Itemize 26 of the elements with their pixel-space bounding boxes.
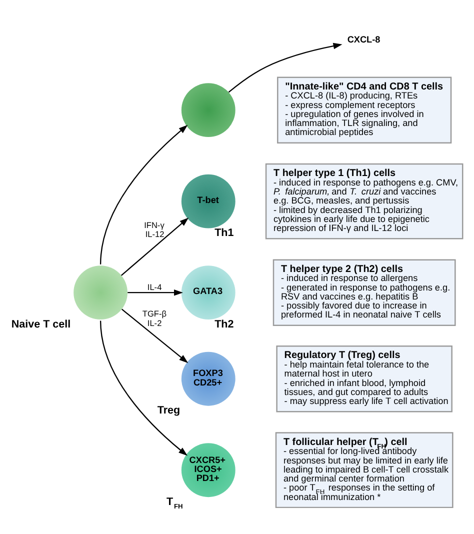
arrow <box>120 217 189 276</box>
node-box: T follicular helper (T$_{FH}$) cell - essential for long-lived antibody responses but may be limited in early life leading to impaired B cell-T cell crosstalk and germinal center formation - poor T$_{FH}$ responses in the setting of neonatal immunization * <box>275 432 454 508</box>
node-label: Naive T cell <box>11 318 71 330</box>
node-label: Treg <box>157 404 180 416</box>
node-label: T$_{FH}$ <box>166 495 183 510</box>
node-box: "Innate-like" CD4 and CD8 T cells - CXCL-8 (IL-8) producing, RTEs - express complement receptors - upregulation of genes involved in inflammation, TLR signaling, and antimicrobial peptides <box>277 76 452 143</box>
node-box: T helper type 1 (Th1) cells - induced in response to pathogens e.g. CMV, P. falciparum, and T. cruzi and vaccines e.g. BCG, measles, and pertussis - limited by decreased Th1 polarizing cytokines in early life due to epigenetic repression of IFN-γ and IL-12 loci <box>265 162 464 239</box>
node-label: Th2 <box>214 318 234 330</box>
node-text: CXCL-8 <box>347 34 380 44</box>
node-circle: FOXP3 CD25+ <box>181 351 236 406</box>
edge-label: TGF-β IL-2 <box>142 308 167 328</box>
arrow <box>121 308 188 363</box>
node-circle: T-bet <box>181 174 236 228</box>
node-label: Th1 <box>214 226 234 239</box>
edge-label: IL-4 <box>147 282 162 292</box>
node-box: T helper type 2 (Th2) cells - induced in response to allergens - generated in response to pathogens e.g. RSV and vaccines e.g. hepatitis B - possibly favored due to increase in preformed IL-4 in neonatal naive T cells <box>272 258 456 326</box>
node-circle: CXCR5+ ICOS+ PD1+ <box>181 442 236 497</box>
arrow <box>100 124 188 264</box>
arrow <box>228 42 342 92</box>
node-circle: GATA3 <box>181 265 236 320</box>
node-circle <box>74 265 128 320</box>
node-box: Regulatory T (Treg) cells - help maintain fetal tolerance to the maternal host in utero - enriched in infant blood, lymphoid tissues, and gut compared to adults - may suppress early life T cell activation <box>276 344 452 412</box>
node-circle <box>181 82 236 137</box>
edge-label: IFN-γ IL-12 <box>144 219 164 239</box>
arrow <box>100 320 188 456</box>
arrow <box>128 288 183 296</box>
